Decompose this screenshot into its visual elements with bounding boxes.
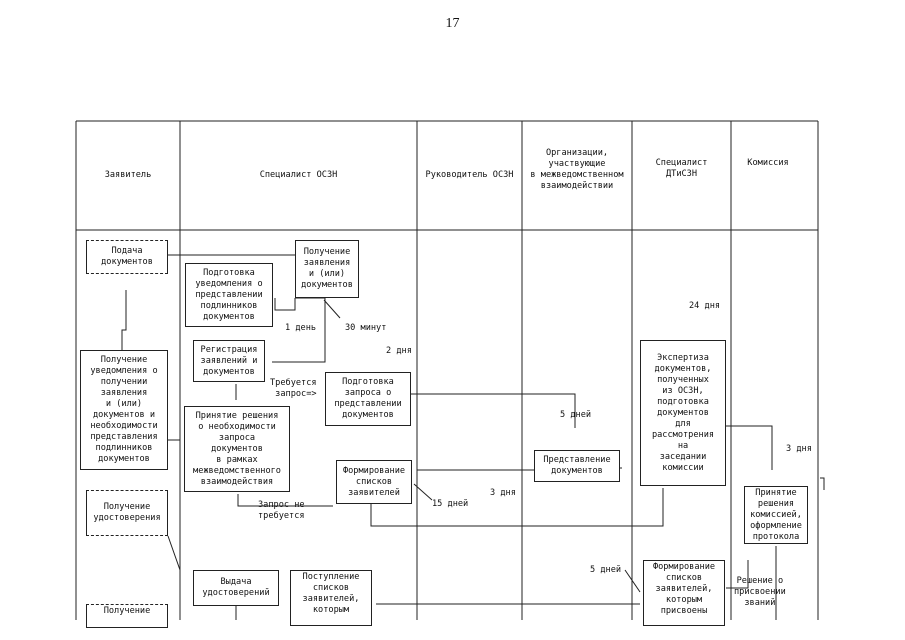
label-decision-awarding: Решение о присвоении званий bbox=[734, 576, 786, 608]
box-prepare-notice: Подготовка уведомления о представлении п… bbox=[185, 263, 273, 327]
label-24-days: 24 дня bbox=[689, 301, 721, 311]
label-15-days: 15 дней bbox=[432, 499, 469, 509]
box-expertise: Экспертиза документов, полученных из ОСЗ… bbox=[640, 340, 726, 486]
box-receive-certificate: Получение удостоверения bbox=[86, 490, 168, 536]
box-receive-notice: Получение уведомления о получении заявле… bbox=[80, 350, 168, 470]
label-3-days-b: 3 дня bbox=[490, 488, 516, 498]
label-30-minutes: 30 минут bbox=[345, 323, 387, 333]
box-submit-documents: Подача документов bbox=[86, 240, 168, 274]
box-receive-bottom: Получение bbox=[86, 604, 168, 628]
label-5-days-b: 5 дней bbox=[590, 565, 622, 575]
box-form-lists: Формирование списков заявителей bbox=[336, 460, 412, 504]
box-decision-request: Принятие решения о необходимости запроса… bbox=[184, 406, 290, 492]
box-provide-documents: Представление документов bbox=[534, 450, 620, 482]
box-commission-decision: Принятие решения комиссией, оформление п… bbox=[744, 486, 808, 544]
box-prepare-request: Подготовка запроса о представлении докум… bbox=[325, 372, 411, 426]
page-number: 17 bbox=[445, 16, 460, 31]
label-2-days: 2 дня bbox=[386, 346, 412, 356]
column-header-commission: Комиссия bbox=[747, 158, 789, 168]
column-header-oszn-head: Руководитель ОСЗН bbox=[425, 170, 514, 180]
label-request-required: Требуется запрос=> bbox=[270, 378, 317, 399]
label-5-days-a: 5 дней bbox=[560, 410, 592, 420]
label-1-day: 1 день bbox=[285, 323, 317, 333]
column-header-organizations: Организации, участвующие в межведомствен… bbox=[530, 148, 624, 191]
label-request-not-required: Запрос не требуется bbox=[258, 500, 305, 521]
box-form-lists-awarded: Формирование списков заявителей, которым… bbox=[643, 560, 725, 626]
column-header-applicant: Заявитель bbox=[104, 170, 152, 180]
column-header-oszn-specialist: Специалист ОСЗН bbox=[259, 170, 338, 180]
box-registration: Регистрация заявлений и документов bbox=[193, 340, 265, 382]
column-header-dtszn-specialist: Специалист ДТиСЗН bbox=[655, 158, 708, 179]
box-lists-arrival: Поступление списков заявителей, которым bbox=[290, 570, 372, 626]
box-issue-certificates: Выдача удостоверений bbox=[193, 570, 279, 606]
label-3-days-a: 3 дня bbox=[786, 444, 812, 454]
box-receive-application: Получение заявления и (или) документов bbox=[295, 240, 359, 298]
